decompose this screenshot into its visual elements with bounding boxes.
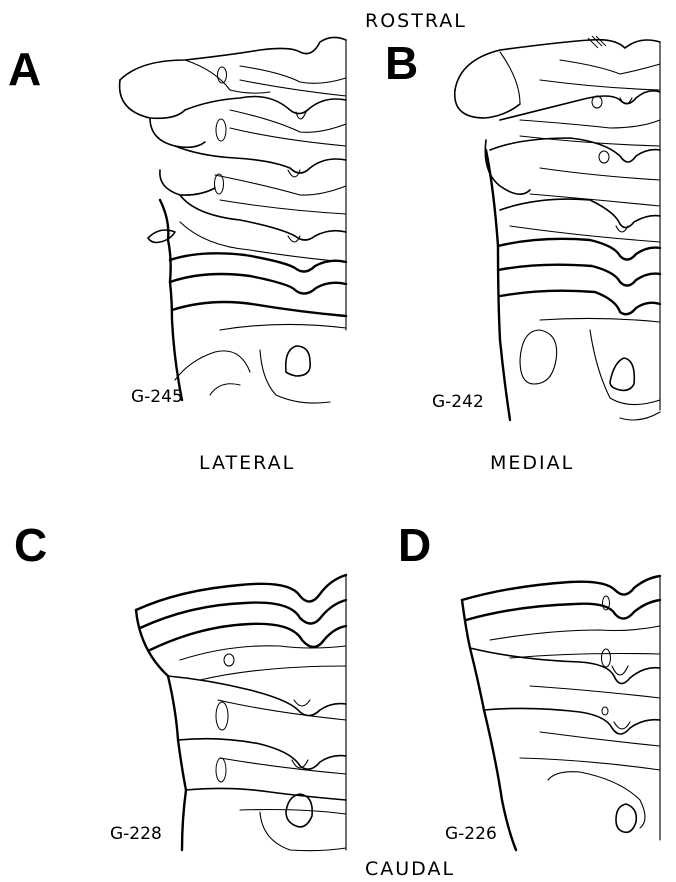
lesion-mark: [602, 707, 608, 715]
lesion-mark: [602, 649, 611, 667]
panel-d-lesions: [602, 596, 611, 715]
panel-d-sections: [462, 576, 660, 850]
